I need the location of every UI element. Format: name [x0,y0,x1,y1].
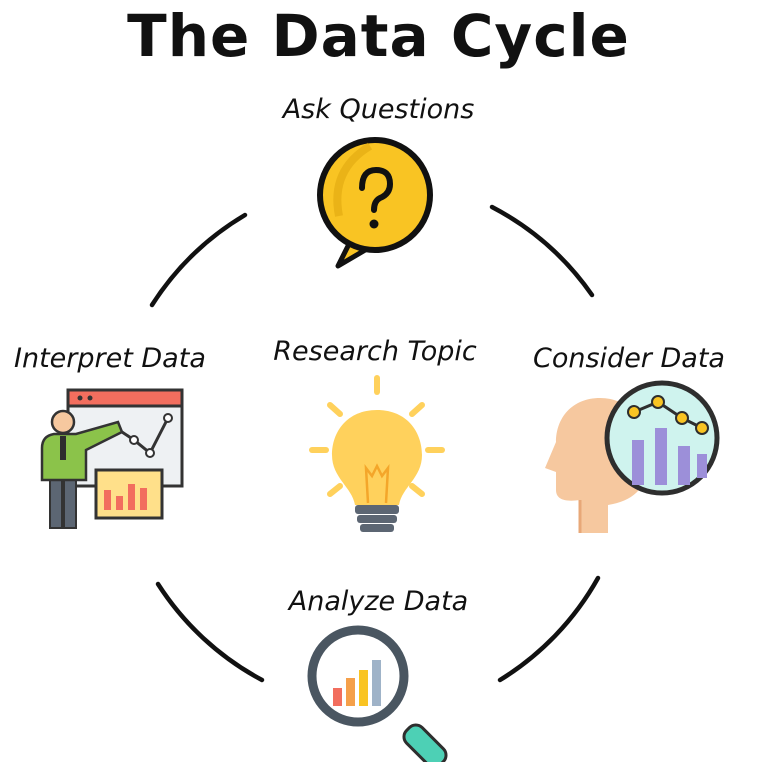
head-with-chart-icon [545,380,720,533]
ring-arc-top-right [489,204,595,298]
ring-arc-bottom-right [497,575,601,683]
ring-arc-top-left [149,212,248,308]
stage-label-analyze-data: Analyze Data [288,586,469,617]
ring-arc-bottom-left [155,581,265,683]
question-speech-bubble-icon [317,137,433,269]
magnifier-bar-chart-icon [307,625,448,762]
page-title: The Data Cycle [127,2,630,70]
lightbulb-icon [309,375,445,532]
stage-label-interpret-data: Interpret Data [14,343,206,374]
stage-label-consider-data: Consider Data [533,343,725,374]
stage-label-ask-questions: Ask Questions [282,94,475,125]
presenter-board-icon [40,388,184,529]
center-label-research-topic: Research Topic [273,336,477,367]
cycle-ring [149,204,601,683]
